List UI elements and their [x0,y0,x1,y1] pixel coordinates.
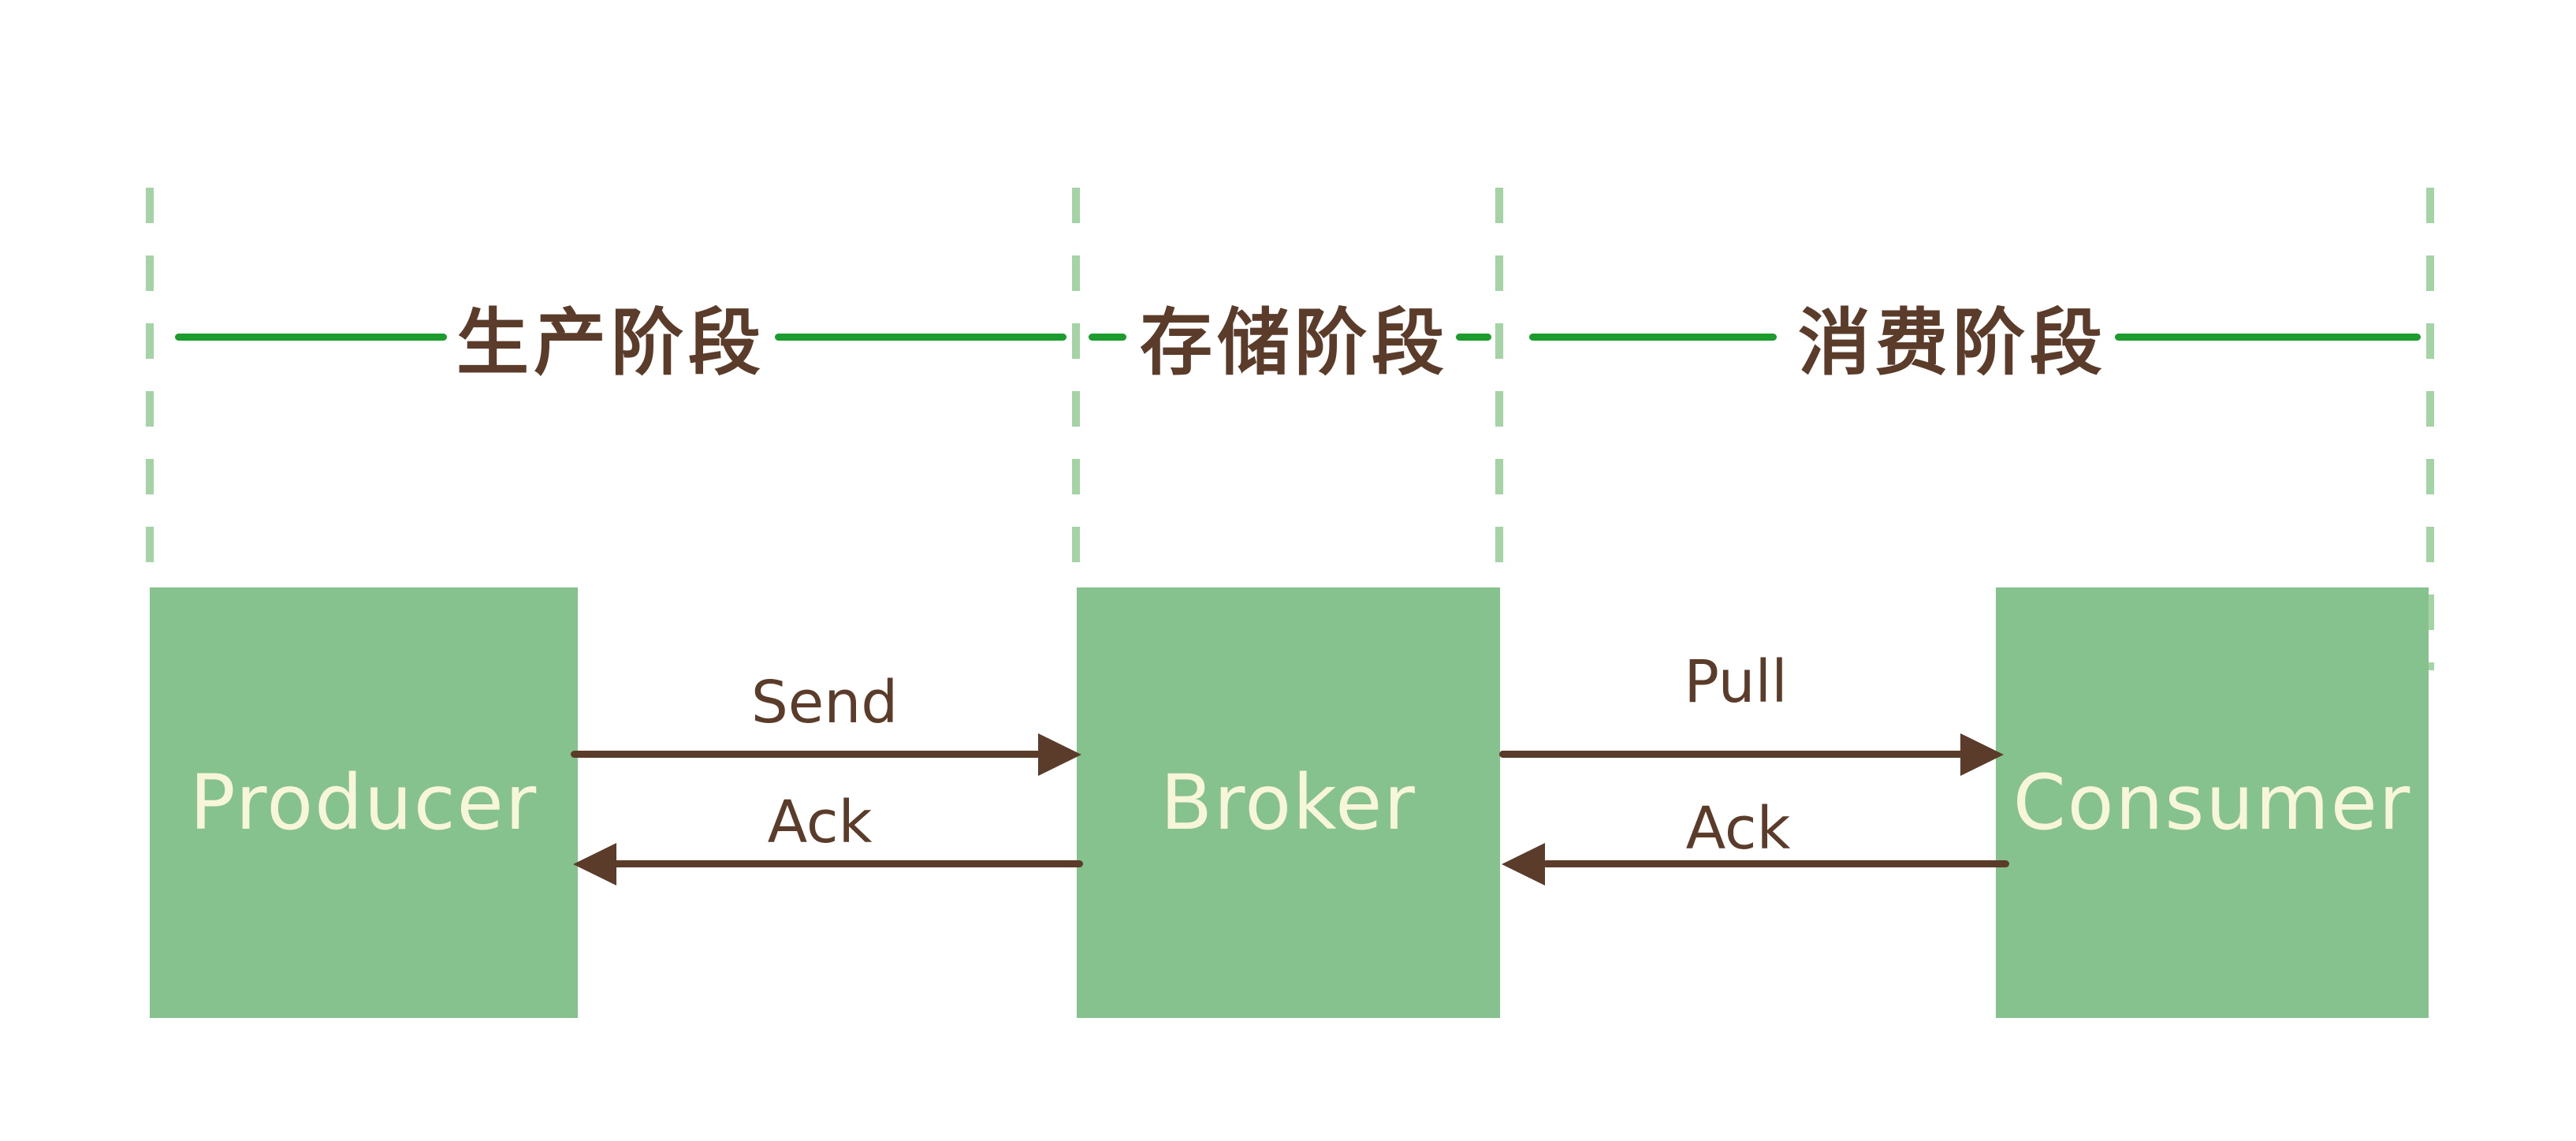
arrow-label-ack-producer: Ack [767,789,873,856]
node-producer: Producer [150,587,578,1018]
ack-arrow-line-producer [612,860,1083,867]
node-consumer-label: Consumer [2012,759,2412,847]
node-broker-label: Broker [1160,759,1416,847]
stage-axis-segment [175,334,447,341]
node-consumer: Consumer [1996,587,2429,1018]
stage-axis-segment [1089,334,1126,341]
send-arrow-line [571,751,1044,758]
stage-axis-segment [775,334,1067,341]
stage-axis-segment [1529,334,1777,341]
arrow-label-ack-broker: Ack [1685,795,1791,863]
ack-arrow-line-broker [1543,860,2009,867]
stage-boundary-dashed-line-4 [2426,188,2434,670]
node-producer-label: Producer [189,759,538,847]
stage-boundary-dashed-line-1 [146,188,154,587]
pull-arrowhead-right-icon [1960,733,2004,776]
stage-boundary-dashed-line-2 [1072,188,1080,587]
stage-label-storage: 存储阶段 [1139,300,1450,386]
stage-label-consumption: 消费阶段 [1797,300,2108,386]
ack-arrowhead-left-icon [573,843,616,886]
stage-boundary-dashed-line-3 [1495,188,1503,587]
stage-axis-segment [2115,334,2421,341]
ack-arrowhead-left-icon [1502,843,1545,886]
node-broker: Broker [1077,587,1500,1018]
stage-axis-segment [1456,334,1491,341]
arrow-label-send: Send [750,669,899,736]
send-arrowhead-right-icon [1038,733,1081,776]
arrow-label-pull: Pull [1684,648,1788,716]
stage-label-production: 生产阶段 [456,300,766,386]
pull-arrow-line [1499,751,1966,758]
